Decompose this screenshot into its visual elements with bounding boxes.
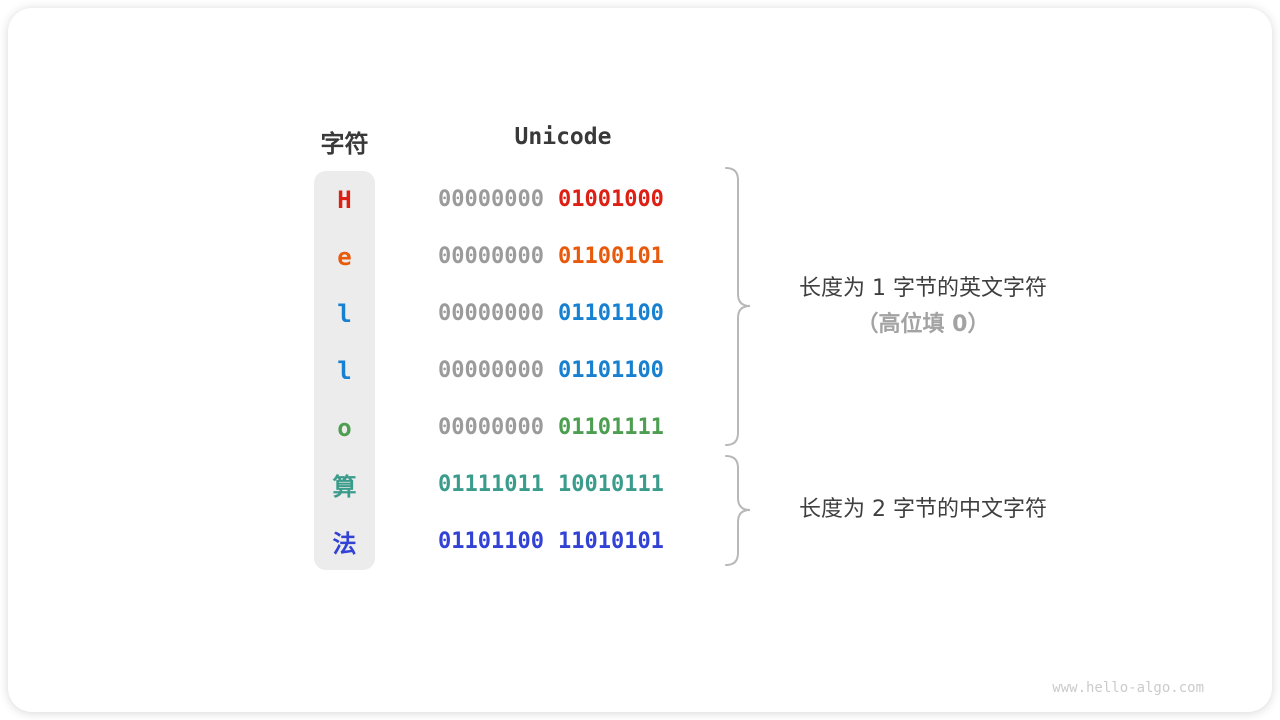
- figure-card: 字符 Unicode H 00000000 01001000 e 00000000…: [8, 8, 1272, 712]
- byte-high: 00000000: [438, 415, 544, 440]
- byte-high: 01101100: [438, 529, 544, 554]
- column-header-character: 字符: [320, 130, 369, 158]
- watermark-url: www.hello-algo.com: [1052, 680, 1204, 696]
- unicode-bytes: 01111011 10010111: [438, 472, 664, 497]
- byte-high: 00000000: [438, 301, 544, 326]
- encoding-table: H 00000000 01001000 e 00000000 01100101 l …: [314, 171, 814, 570]
- unicode-bytes: 00000000 01101100: [438, 301, 664, 326]
- character-cell: 算: [332, 473, 357, 501]
- table-row: 法 01101100 11010101: [314, 513, 814, 570]
- annotation-two-byte: 长度为 2 字节的中文字符: [799, 497, 1047, 522]
- annotation-one-byte-line1: 长度为 1 字节的英文字符: [799, 276, 1047, 301]
- group-braces: [725, 167, 751, 566]
- unicode-bytes: 00000000 01101100: [438, 358, 664, 383]
- table-row: 算 01111011 10010111: [314, 456, 814, 513]
- byte-high: 00000000: [438, 244, 544, 269]
- unicode-bytes: 00000000 01001000: [438, 187, 664, 212]
- unicode-bytes: 00000000 01101111: [438, 415, 664, 440]
- character-cell: l: [337, 356, 352, 385]
- byte-high: 00000000: [438, 358, 544, 383]
- character-cell: e: [337, 242, 352, 271]
- table-row: l 00000000 01101100: [314, 342, 814, 399]
- column-header-unicode: Unicode: [514, 124, 612, 150]
- unicode-bytes: 01101100 11010101: [438, 529, 664, 554]
- byte-low: 11010101: [557, 529, 664, 554]
- brace-one-byte-group: [725, 167, 751, 446]
- character-column-background: [314, 171, 375, 570]
- character-cell: 法: [332, 530, 357, 558]
- brace-two-byte-group: [725, 455, 751, 566]
- character-cell: l: [337, 299, 352, 328]
- byte-high: 00000000: [438, 187, 544, 212]
- byte-low: 01100101: [557, 244, 664, 269]
- table-row: H 00000000 01001000: [314, 171, 814, 228]
- character-cell: o: [337, 413, 352, 442]
- byte-high: 01111011: [438, 472, 544, 497]
- table-row: e 00000000 01100101: [314, 228, 814, 285]
- table-row: l 00000000 01101100: [314, 285, 814, 342]
- annotation-one-byte-line2: （高位填 0）: [856, 312, 990, 337]
- character-cell: H: [337, 185, 352, 214]
- byte-low: 01001000: [557, 187, 664, 212]
- byte-low: 01101111: [557, 415, 664, 440]
- byte-low: 01101100: [557, 358, 664, 383]
- unicode-bytes: 00000000 01100101: [438, 244, 664, 269]
- table-row: o 00000000 01101111: [314, 399, 814, 456]
- byte-low: 01101100: [557, 301, 664, 326]
- byte-low: 10010111: [557, 472, 664, 497]
